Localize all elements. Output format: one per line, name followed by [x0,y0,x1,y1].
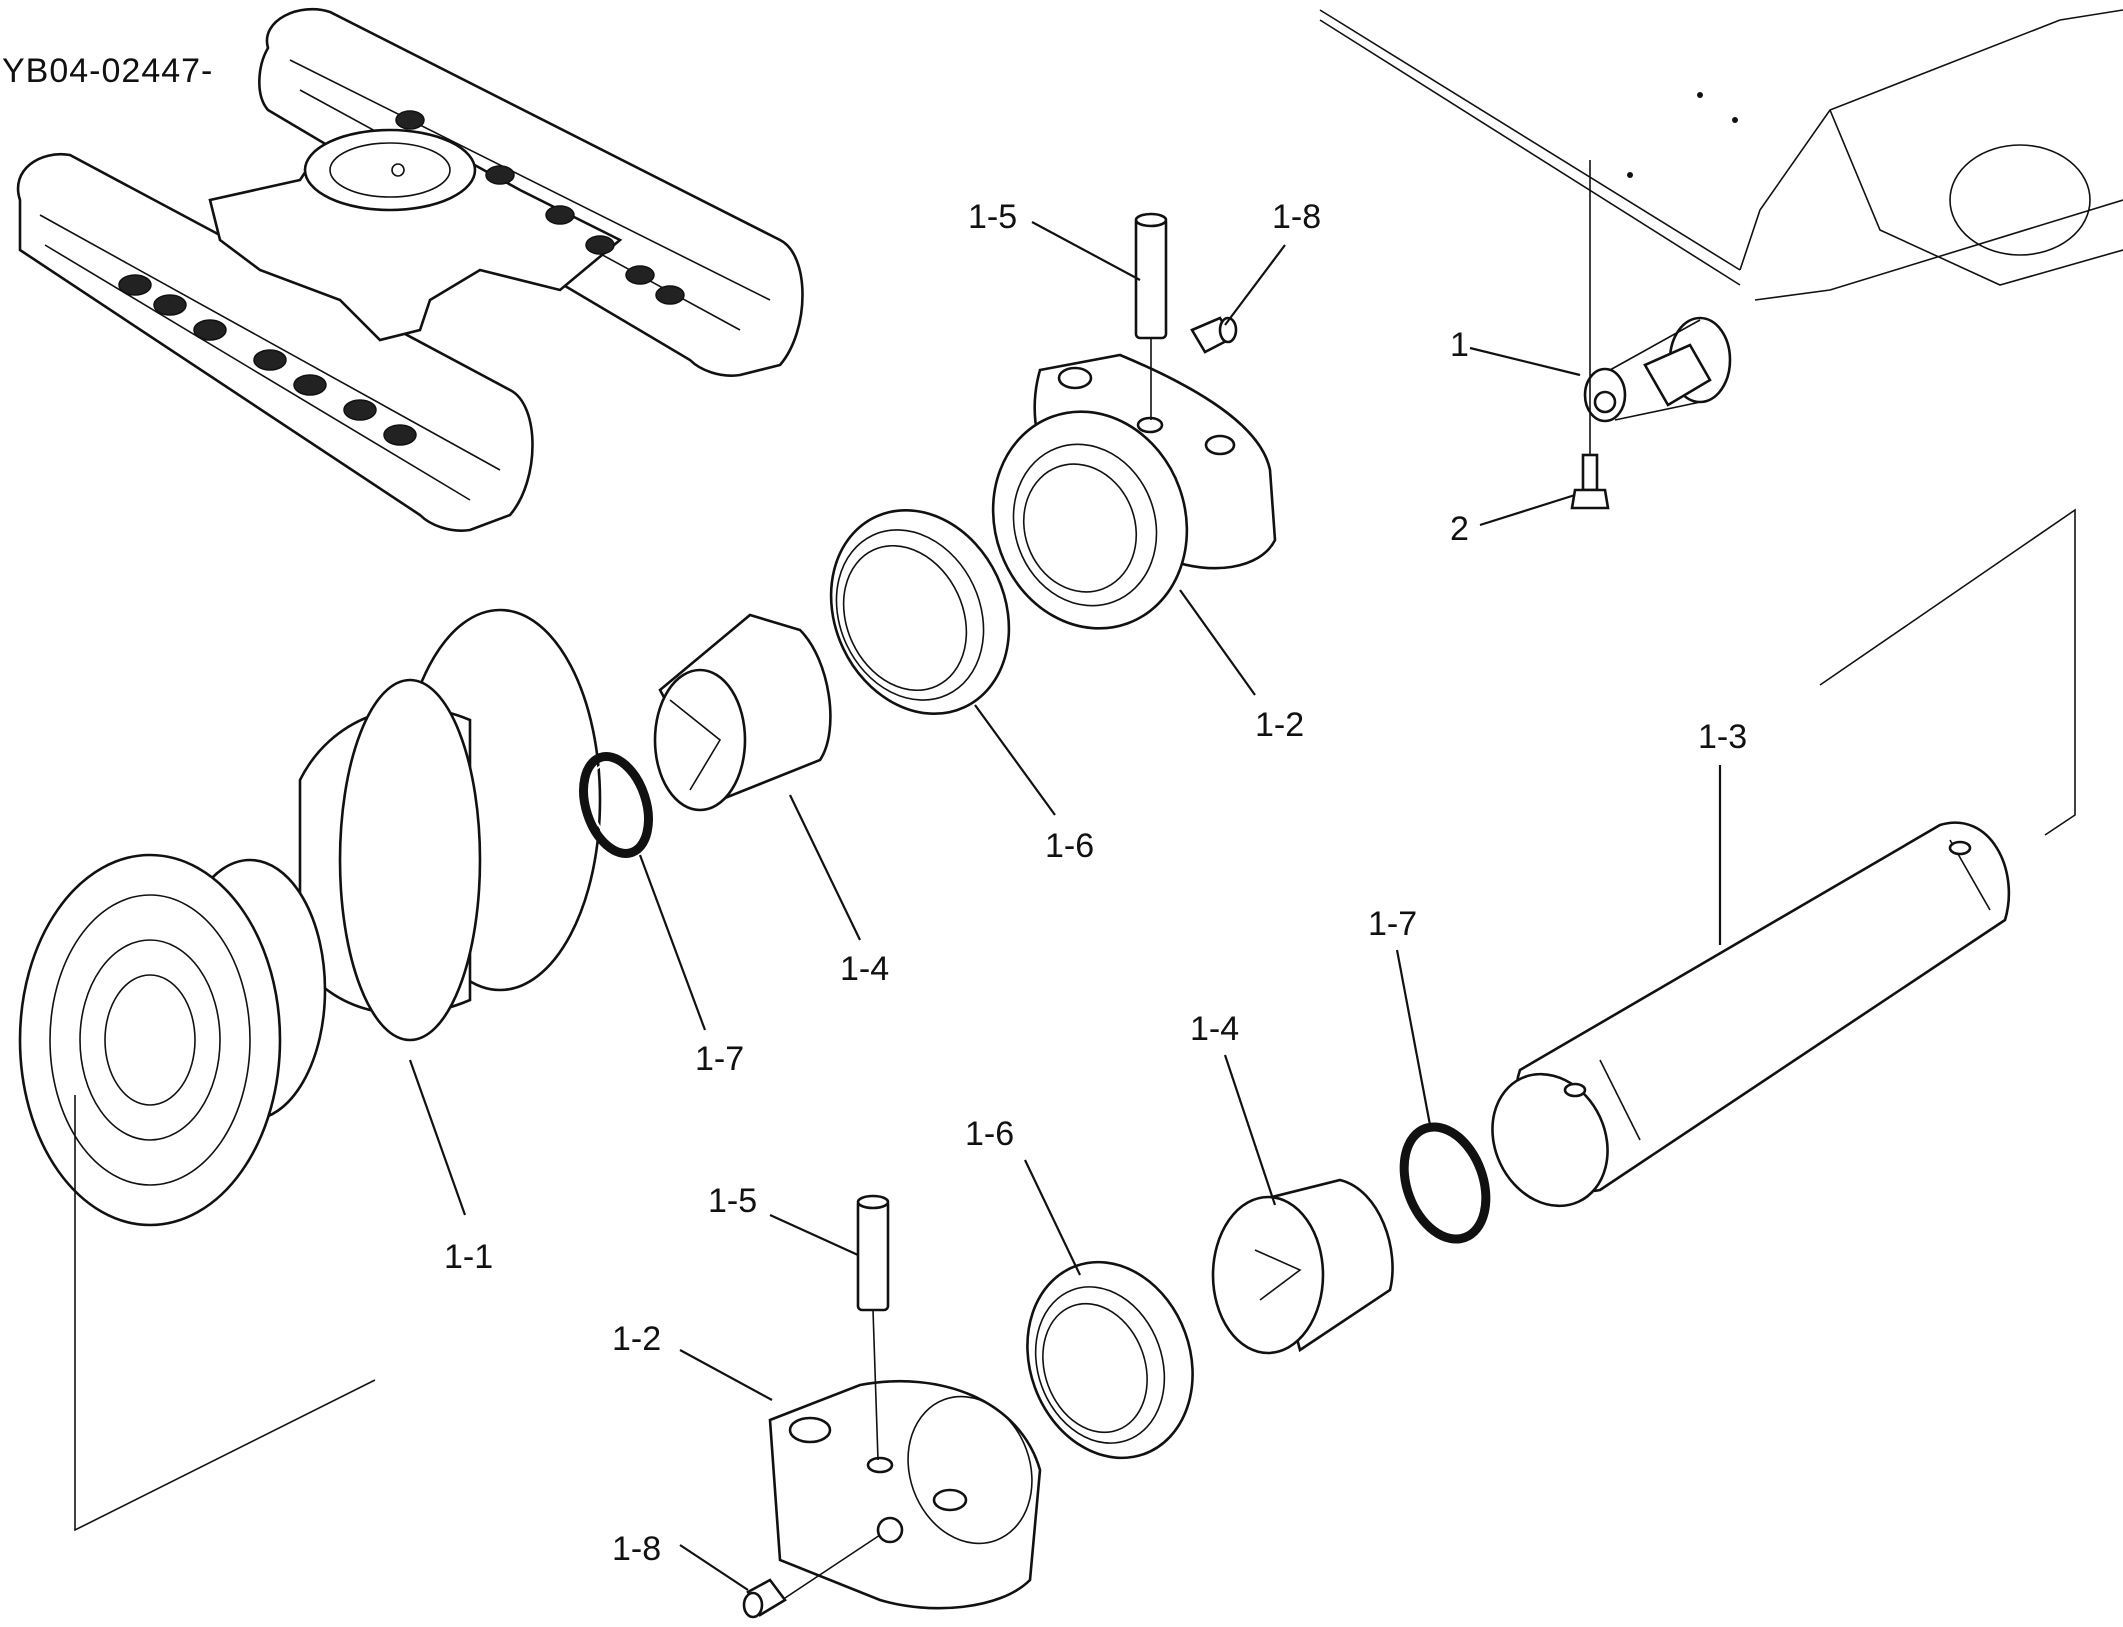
bushing-part-1-4-top [653,613,832,812]
label-1-8-bottom: 1-8 [612,1530,661,1568]
plug-part-1-8-top [1190,316,1238,354]
floating-seal-part-1-6-bottom [1026,1260,1194,1460]
drawing-code: YB04-02447- [2,52,213,90]
pin-part-1-5-bottom [856,1194,890,1461]
plug-part-1-8-bottom [742,1534,881,1619]
track-frame-context-illustration [1319,9,2123,510]
callout-labels: 1 2 1-5 1-8 1-2 1-6 1-4 1-7 1-1 1-3 1-7 … [444,198,1747,1568]
label-1-2-bottom: 1-2 [612,1320,661,1358]
o-ring-part-1-7-bottom [1399,1122,1491,1244]
label-1-6-bottom: 1-6 [965,1115,1014,1153]
label-1-8-top: 1-8 [1272,198,1321,236]
bracket-part-1-2-bottom [768,1379,1042,1610]
label-1-7-bottom: 1-7 [1368,905,1417,943]
leader-lines [408,221,1722,1591]
label-1-5-top: 1-5 [968,198,1017,236]
installed-roller-small [1583,316,1732,423]
label-1-4-bottom: 1-4 [1190,1010,1239,1048]
label-1-1: 1-1 [444,1238,493,1276]
label-1-4-top: 1-4 [840,950,889,988]
label-2: 2 [1450,510,1469,548]
bolt-part-2 [1570,453,1610,510]
bracket-part-1-2-top [991,353,1277,630]
label-1-3: 1-3 [1698,718,1747,756]
o-ring-part-1-7-top [579,752,653,858]
label-1: 1 [1450,326,1469,364]
floating-seal-part-1-6-top [829,508,1011,716]
label-1-2-top: 1-2 [1255,706,1304,744]
label-1-6-top: 1-6 [1045,827,1094,865]
label-1-5-bottom: 1-5 [708,1182,757,1220]
shaft-part-1-3 [1491,821,2011,1208]
roller-body-part-1-1 [18,608,602,1227]
label-1-7-top: 1-7 [695,1040,744,1078]
bushing-part-1-4-bottom [1211,1178,1394,1355]
undercarriage-overview-illustration [16,7,804,532]
assembly-bracket-lines [74,508,2076,1532]
